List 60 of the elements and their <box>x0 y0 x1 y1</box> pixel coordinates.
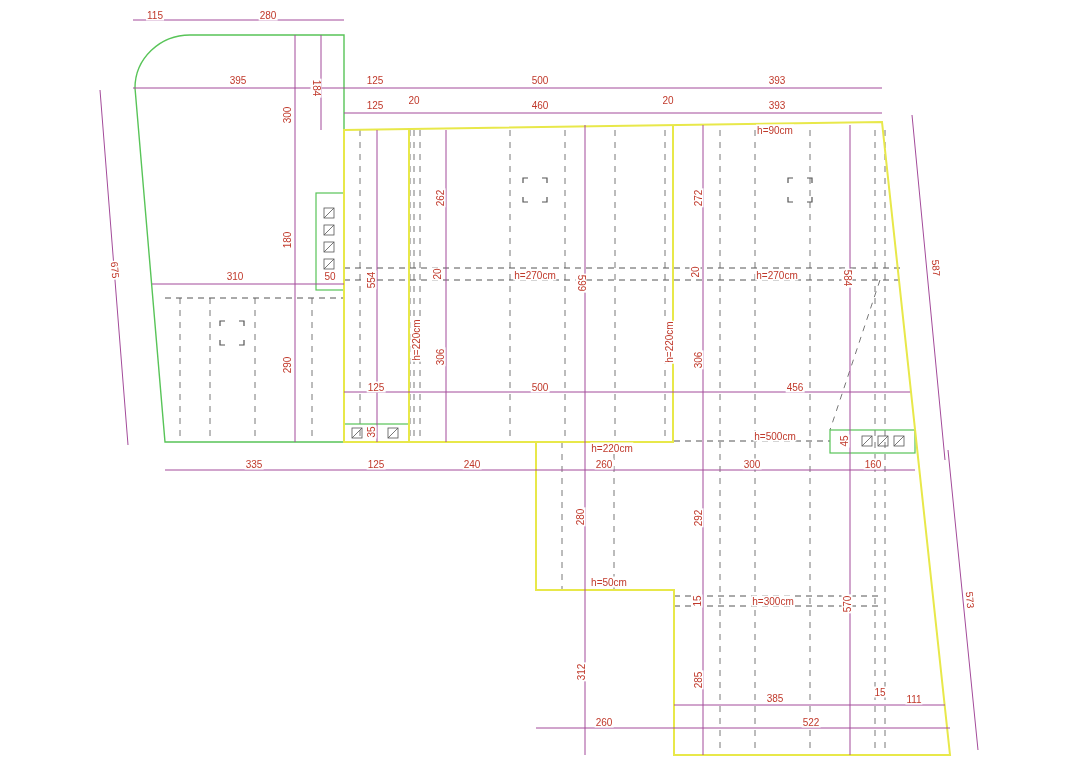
dimension-label: h=220cm <box>410 318 422 362</box>
dimension-label: 285 <box>692 670 704 690</box>
dimension-label: 395 <box>228 74 248 86</box>
dimension-label: 522 <box>801 716 821 728</box>
dimension-label: 20 <box>661 94 675 106</box>
dimension-label: 306 <box>692 350 704 370</box>
dimension-label: 50 <box>323 270 337 282</box>
dimension-label: h=500cm <box>753 430 797 442</box>
dimension-label: 310 <box>225 270 245 282</box>
dimension-label: 584 <box>841 268 853 288</box>
dimension-label: 20 <box>431 267 443 281</box>
dimension-label: 500 <box>530 74 550 86</box>
dimension-label: 393 <box>767 99 787 111</box>
dimension-label: 20 <box>689 265 701 279</box>
dimension-label: 240 <box>462 458 482 470</box>
dimension-label: 35 <box>365 425 377 439</box>
dimension-label: 125 <box>365 74 385 86</box>
dimension-label: 15 <box>873 686 887 698</box>
dimension-label: 306 <box>434 347 446 367</box>
dimension-label: 262 <box>434 188 446 208</box>
dimension-label: 280 <box>258 9 278 21</box>
dimension-label: h=300cm <box>751 595 795 607</box>
dimension-label: 300 <box>281 105 293 125</box>
dimension-label: 280 <box>574 507 586 527</box>
dimension-label: 460 <box>530 99 550 111</box>
dimension-label: 15 <box>691 594 703 608</box>
dimension-label: 260 <box>594 458 614 470</box>
dimension-label: h=220cm <box>590 442 634 454</box>
dimension-label: 300 <box>742 458 762 470</box>
dimension-label: 125 <box>366 458 386 470</box>
dimension-label: 570 <box>841 594 853 614</box>
dimension-label: h=270cm <box>755 269 799 281</box>
dimension-label: 456 <box>785 381 805 393</box>
dimension-label: h=90cm <box>756 124 794 136</box>
dimension-label: 180 <box>281 230 293 250</box>
dimension-label: 125 <box>366 381 386 393</box>
dimension-label: 393 <box>767 74 787 86</box>
dimension-label: 587 <box>929 258 943 278</box>
dimension-label: 312 <box>575 662 587 682</box>
dimension-label: 675 <box>108 260 122 280</box>
dimension-label: h=220cm <box>663 320 675 364</box>
dimension-label: 290 <box>281 355 293 375</box>
dimension-label: 599 <box>575 273 587 293</box>
dimension-label: h=270cm <box>513 269 557 281</box>
dimension-label: 335 <box>244 458 264 470</box>
dimension-label: 272 <box>692 188 704 208</box>
dimension-label: 111 <box>905 693 923 705</box>
dimension-label: h=50cm <box>590 576 628 588</box>
dimension-label: 385 <box>765 692 785 704</box>
dimension-label: 554 <box>365 270 377 290</box>
dimension-label: 500 <box>530 381 550 393</box>
dimension-label: 292 <box>692 508 704 528</box>
dimension-label: 115 <box>146 9 164 21</box>
dimension-label: 260 <box>594 716 614 728</box>
dimension-label: 184 <box>310 78 322 98</box>
dimension-label: 45 <box>838 434 850 448</box>
dimension-label: 160 <box>863 458 883 470</box>
dimension-label: 125 <box>365 99 385 111</box>
dimension-label: 573 <box>963 590 977 610</box>
dimension-label: 20 <box>407 94 421 106</box>
